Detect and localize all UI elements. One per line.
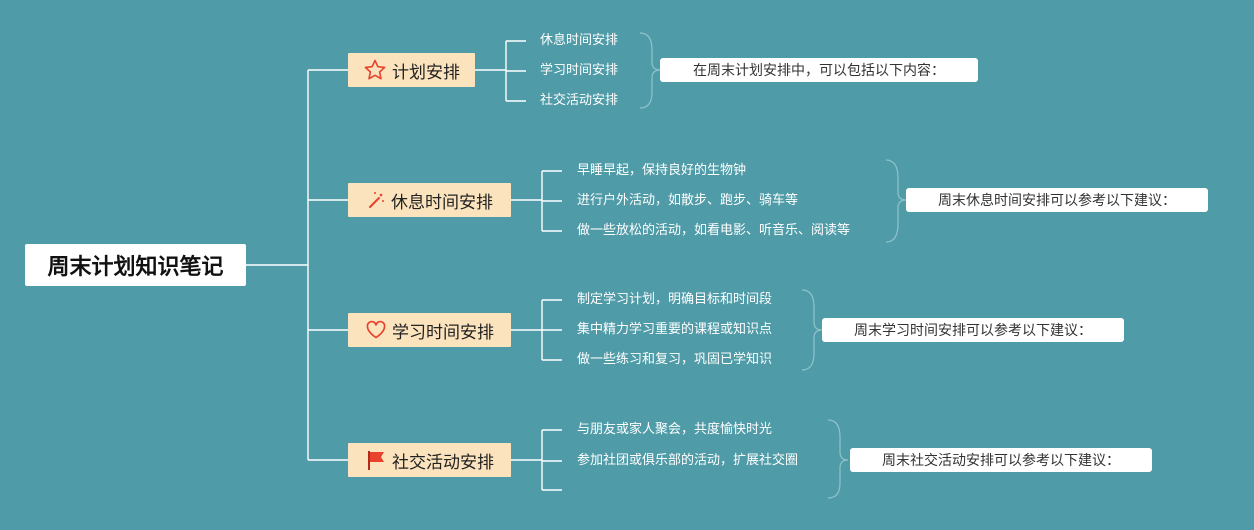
leaf-item: 早睡早起，保持良好的生物钟	[577, 163, 747, 178]
summary-note[interactable]: 周末学习时间安排可以参考以下建议：	[822, 318, 1124, 342]
leaf-item: 学习时间安排	[540, 63, 619, 78]
wand-sparkle-icon	[366, 190, 386, 210]
summary-note[interactable]: 周末社交活动安排可以参考以下建议：	[850, 448, 1152, 472]
summary-note[interactable]: 在周末计划安排中，可以包括以下内容：	[660, 58, 978, 82]
leaf-item: 进行户外活动，如散步、跑步、骑车等	[577, 193, 799, 208]
branch-label: 计划安排	[392, 62, 460, 83]
summary-note[interactable]: 周末休息时间安排可以参考以下建议：	[906, 188, 1208, 212]
branch-plan[interactable]: 计划安排	[348, 53, 475, 87]
leaf-item: 参加社团或俱乐部的活动，扩展社交圈	[577, 453, 799, 468]
root-label: 周末计划知识笔记	[47, 255, 224, 280]
branch-label: 休息时间安排	[391, 192, 493, 213]
branch-label: 学习时间安排	[392, 322, 494, 343]
leaf-item: 做一些练习和复习，巩固已学知识	[577, 352, 773, 367]
leaf-item: 制定学习计划，明确目标和时间段	[577, 292, 773, 307]
leaf-item: 与朋友或家人聚会，共度愉快时光	[577, 422, 773, 437]
branch-social[interactable]: 社交活动安排	[348, 443, 511, 477]
flag-icon	[365, 449, 387, 471]
leaf-item: 做一些放松的活动，如看电影、听音乐、阅读等	[577, 223, 851, 238]
branch-label: 社交活动安排	[392, 452, 494, 473]
root-node[interactable]: 周末计划知识笔记	[25, 244, 246, 286]
branch-study[interactable]: 学习时间安排	[348, 313, 511, 347]
leaf-item: 集中精力学习重要的课程或知识点	[577, 322, 773, 337]
leaf-item: 休息时间安排	[540, 33, 619, 48]
leaf-item: 社交活动安排	[540, 93, 619, 108]
star-icon	[363, 58, 387, 82]
branch-rest[interactable]: 休息时间安排	[348, 183, 511, 217]
heart-icon	[365, 320, 387, 340]
